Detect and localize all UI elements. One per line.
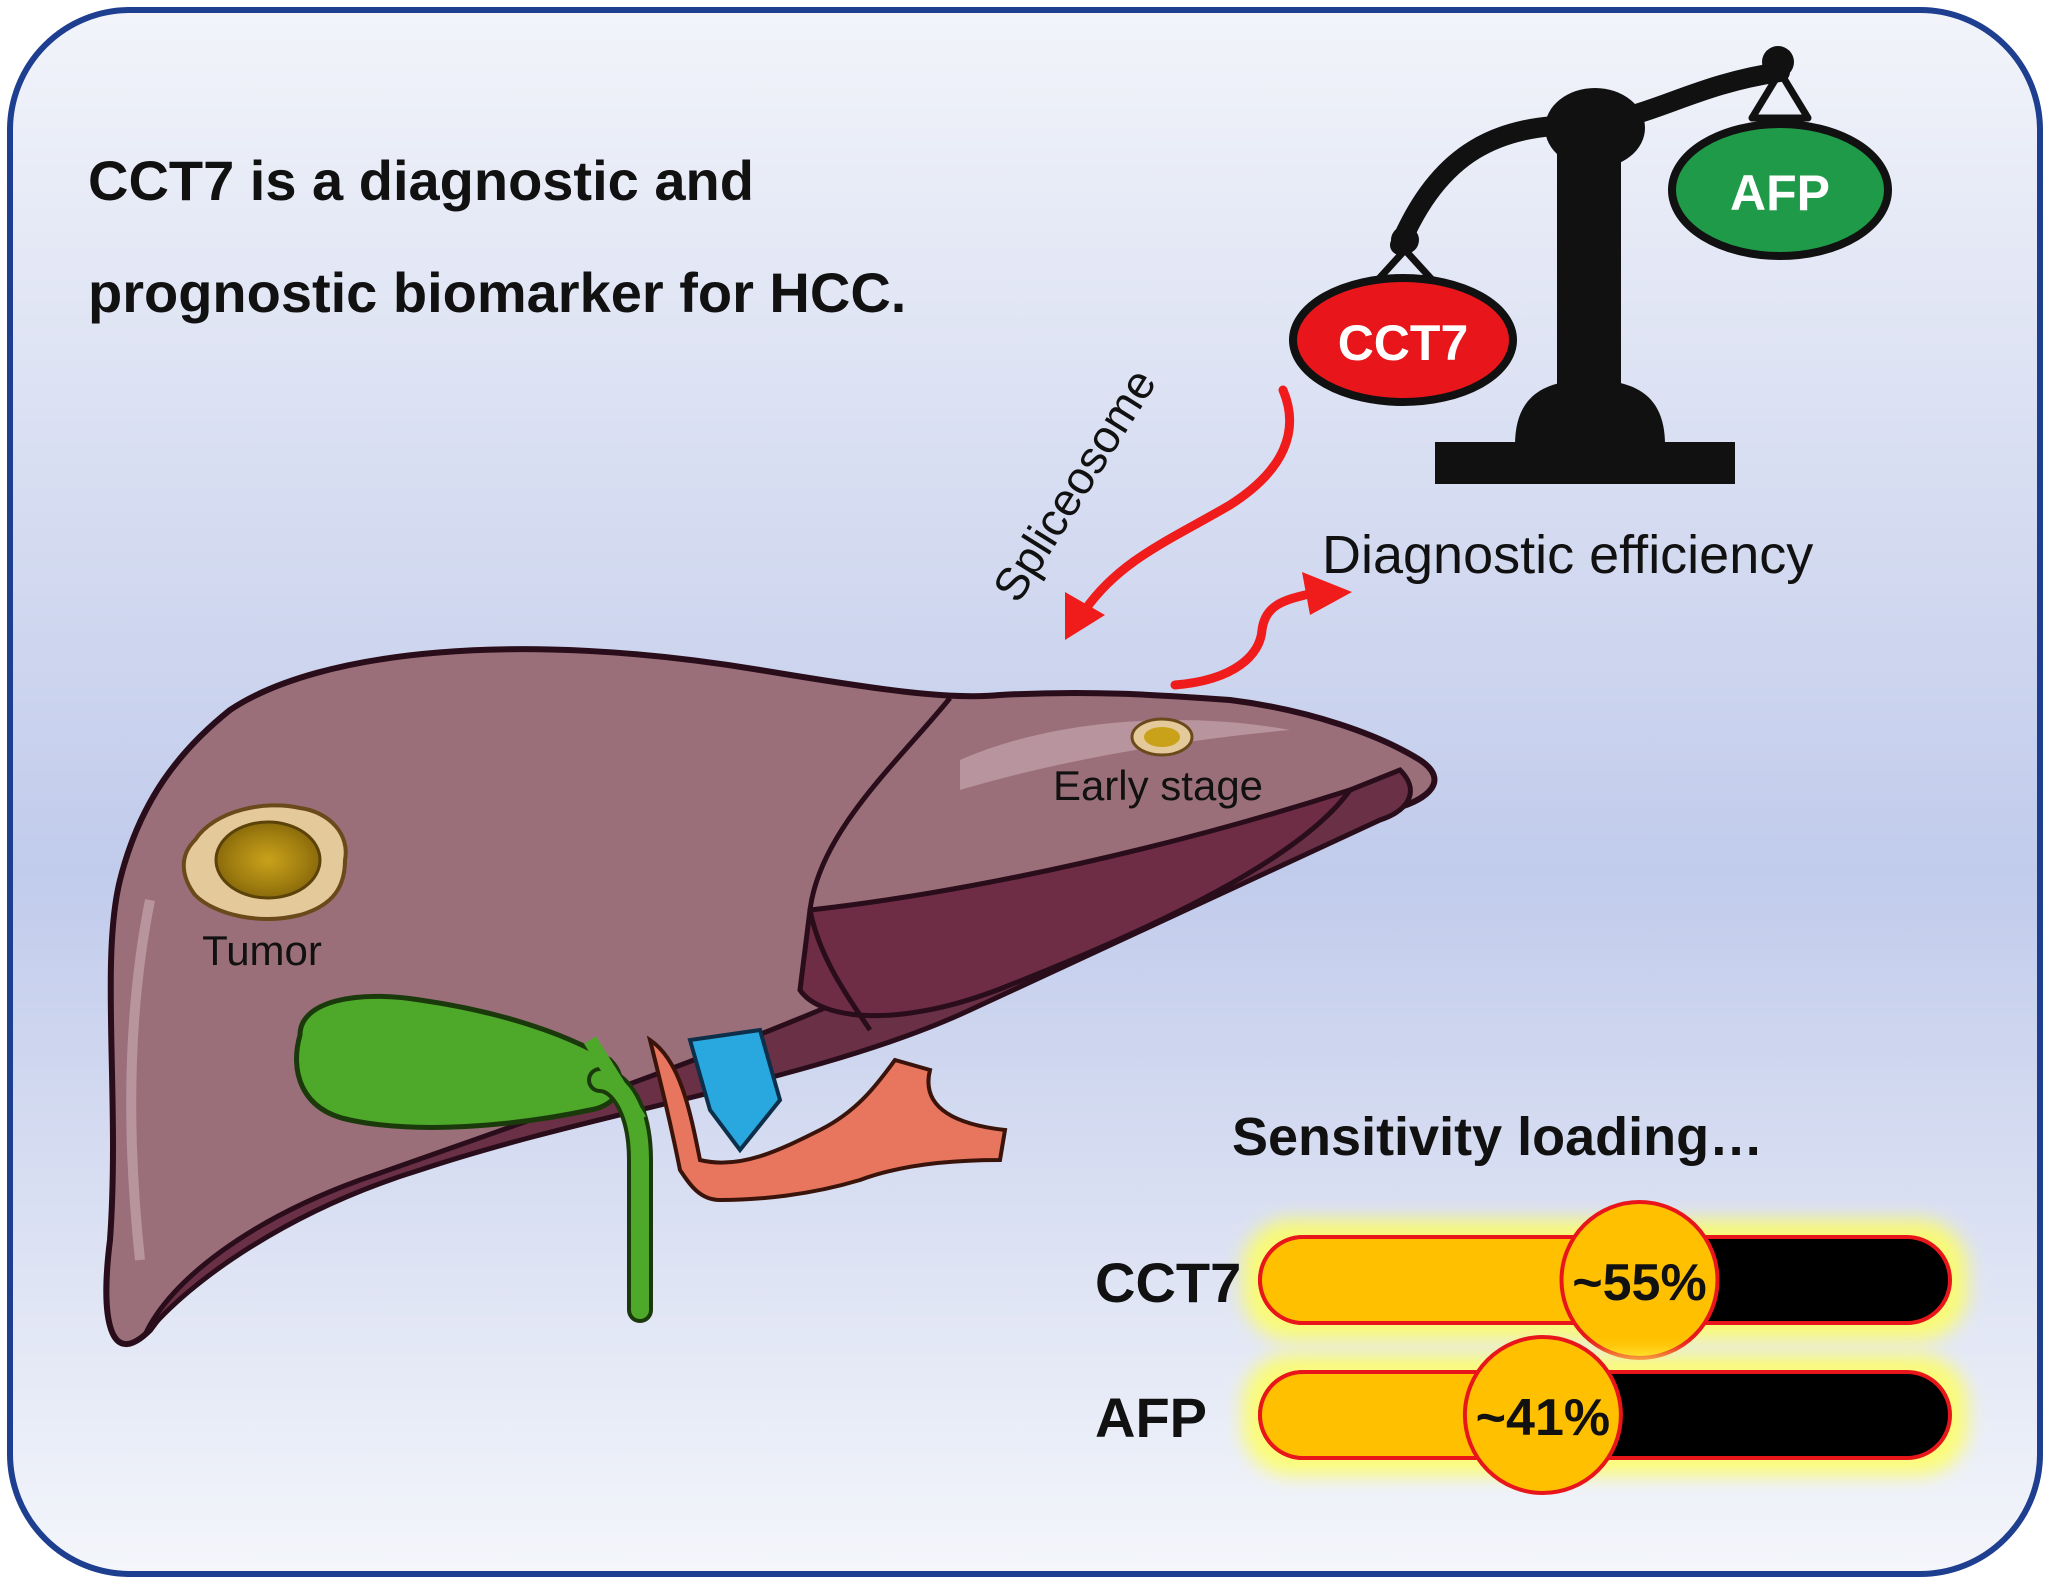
liver-illustration: Tumor Early stage bbox=[103, 646, 1438, 1347]
afp-pan-label: AFP bbox=[1730, 165, 1830, 221]
early-stage-lesion-core bbox=[1144, 727, 1180, 747]
title-line-1: CCT7 is a diagnostic and bbox=[88, 149, 754, 212]
scale-base bbox=[1435, 442, 1735, 484]
tumor-core bbox=[214, 820, 322, 900]
title-line-2: prognostic biomarker for HCC. bbox=[88, 261, 906, 324]
sensitivity-heading: Sensitivity loading… bbox=[1232, 1107, 1763, 1167]
liver-lobe-divider bbox=[807, 696, 952, 1032]
afp-pan bbox=[1668, 120, 1892, 260]
afp-value-label: ~41% bbox=[1476, 1389, 1610, 1447]
spliceosome-arrowhead bbox=[1065, 592, 1105, 640]
liver-edge-highlight bbox=[126, 899, 155, 1261]
cct7-value-label: ~55% bbox=[1572, 1254, 1706, 1312]
early-stage-label: Early stage bbox=[1053, 762, 1263, 809]
scale-base-dome bbox=[1515, 380, 1665, 445]
diagnostic-arrow: Diagnostic efficiency bbox=[1170, 525, 1813, 690]
afp-value-badge bbox=[1462, 1335, 1623, 1495]
sensitivity-panel: Sensitivity loading… CCT7 ~55% AFP ~41% bbox=[1095, 1107, 1968, 1495]
liver-highlight bbox=[960, 720, 1290, 790]
portal-vein bbox=[687, 1027, 783, 1154]
diagnostic-arrowhead bbox=[1302, 572, 1352, 615]
scale-tip-right bbox=[1762, 46, 1794, 78]
liver-inferior-lobe bbox=[797, 785, 1357, 1019]
cct7-pan-label: CCT7 bbox=[1338, 315, 1469, 371]
sensitivity-bars: CCT7 ~55% AFP ~41% bbox=[1095, 1200, 1968, 1495]
afp-bar-label: AFP bbox=[1095, 1386, 1207, 1449]
cct7-pan bbox=[1289, 274, 1517, 406]
right-pan-hanger bbox=[1748, 68, 1812, 122]
left-hanger-knob bbox=[1391, 226, 1419, 254]
tumor-label: Tumor bbox=[202, 927, 322, 974]
hepatic-duct bbox=[584, 1036, 646, 1124]
hepatic-artery bbox=[646, 1035, 1008, 1203]
diagnostic-efficiency-label: Diagnostic efficiency bbox=[1322, 525, 1813, 585]
spliceosome-arrow-line bbox=[1080, 385, 1295, 615]
cct7-bar-label: CCT7 bbox=[1095, 1251, 1241, 1314]
balance-scale: CCT7 AFP bbox=[1289, 46, 1892, 484]
diagnostic-arrow-line bbox=[1170, 590, 1310, 690]
